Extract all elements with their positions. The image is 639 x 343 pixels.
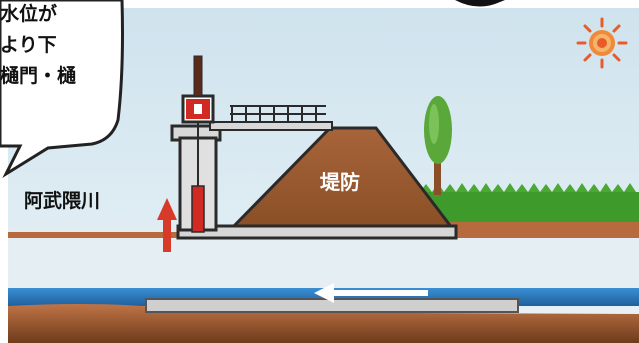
sluice-gate [170, 55, 333, 233]
sun-icon [576, 17, 628, 69]
sky-lower [8, 238, 639, 288]
speech-bubble: 水位が より下 樋門・樋 [0, 0, 124, 179]
up-arrow-icon [157, 198, 177, 252]
left-arrow-icon [314, 283, 428, 303]
speech-line-1: 水位が [0, 2, 57, 25]
river-name-label: 阿武隈川 [24, 190, 100, 212]
speech-line-3: 樋門・樋 [0, 64, 76, 87]
speech-line-2: より下 [0, 34, 57, 56]
tree-icon [424, 96, 452, 195]
embankment-label: 堤防 [320, 170, 360, 194]
base-slab [176, 224, 458, 240]
